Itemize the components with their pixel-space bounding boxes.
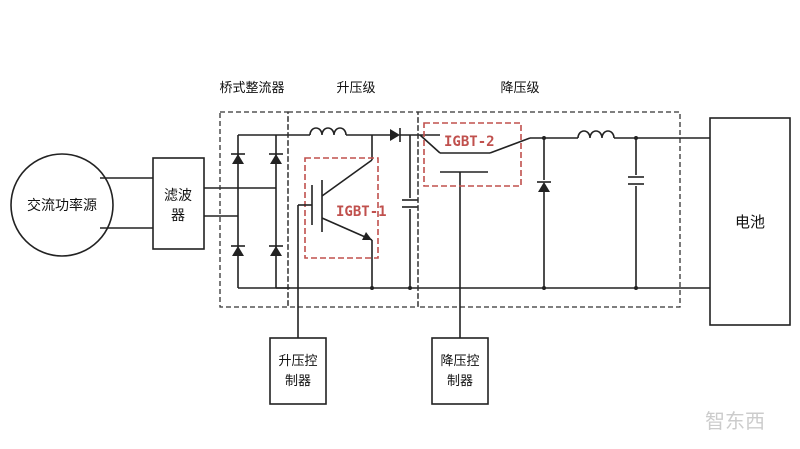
filter-box (152, 157, 205, 250)
igbt1-highlight-box (304, 157, 379, 259)
diode-bridge-4 (269, 245, 283, 256)
filter-label-1: 滤波 (164, 188, 192, 204)
ac-source-circle (10, 153, 114, 257)
buck-controller-label-2: 制器 (447, 374, 473, 389)
igbt1-label: IGBT-1 (336, 204, 387, 220)
boost-controller-box (269, 337, 327, 405)
boost-stage-label: 升压级 (336, 81, 375, 96)
buck-inductor (577, 130, 615, 139)
filter-label-2: 器 (171, 208, 185, 224)
bridge-rectifier-label: 桥式整流器 (219, 81, 284, 96)
watermark-logo: 智东西 (705, 409, 765, 433)
diode-bridge-1 (231, 153, 245, 164)
ac-source-label: 交流功率源 (27, 197, 97, 214)
buck-controller-label-1: 降压控 (440, 354, 479, 369)
diode-bridge-2 (269, 153, 283, 164)
battery-box (709, 117, 791, 326)
boost-controller-label-1: 升压控 (278, 354, 317, 369)
buck-stage-label: 降压级 (500, 81, 539, 96)
battery-label: 电池 (735, 213, 765, 231)
boost-inductor (309, 127, 347, 136)
buck-controller-box (431, 337, 489, 405)
buck-diode (537, 181, 551, 192)
diode-bridge-3 (231, 245, 245, 256)
bridge-rectifier-box (219, 111, 289, 308)
igbt2-highlight-box (423, 122, 522, 187)
boost-controller-label-2: 制器 (285, 374, 311, 389)
igbt2-label: IGBT-2 (444, 134, 495, 150)
boost-diode (390, 128, 401, 142)
buck-stage-box (417, 111, 681, 308)
